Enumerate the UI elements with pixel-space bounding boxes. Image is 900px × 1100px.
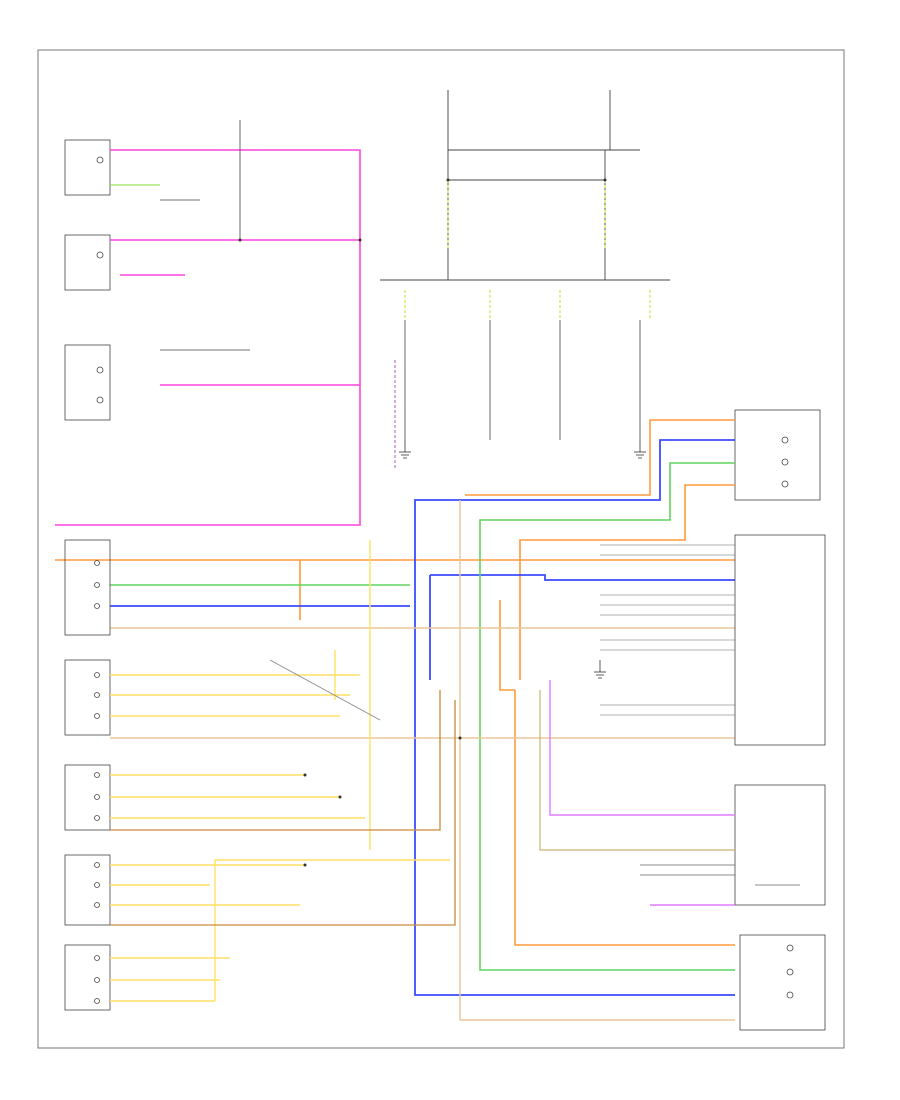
lamp-bulb-icon bbox=[96, 251, 104, 259]
lamp-bulb-icon bbox=[781, 480, 789, 488]
splice-dot bbox=[238, 238, 242, 242]
ground-icon bbox=[399, 440, 411, 459]
splice-dot bbox=[458, 736, 462, 740]
black-small-circuit bbox=[160, 120, 250, 351]
lamp-bulb-icon bbox=[94, 977, 100, 983]
splice-dot bbox=[603, 178, 607, 182]
ground-icon bbox=[634, 440, 646, 459]
top-center-bus bbox=[380, 90, 670, 281]
lamp-bulb-icon bbox=[94, 862, 100, 868]
lamp-bulb-icon bbox=[94, 713, 100, 719]
green-circuit bbox=[110, 462, 735, 971]
splice-dot bbox=[446, 178, 450, 182]
blue-circuit bbox=[110, 439, 735, 996]
lamp-bulb-icon bbox=[94, 955, 100, 961]
lamp-bulb-icon bbox=[94, 902, 100, 908]
lamp-bulb-icon bbox=[781, 436, 789, 444]
lamp-bulb-icon bbox=[96, 156, 104, 164]
splice-dot bbox=[303, 773, 307, 777]
lamp-bulb-icon bbox=[94, 603, 100, 609]
right-rear-sidemarker bbox=[64, 944, 111, 1011]
tan-circuit bbox=[110, 500, 735, 1021]
lamp-bulb-icon bbox=[786, 968, 794, 976]
limegreen-circuit bbox=[404, 180, 651, 320]
lamp-bulb-icon bbox=[786, 944, 794, 952]
connector-pins bbox=[600, 544, 735, 716]
splice-dot bbox=[358, 238, 362, 242]
lamp-bulb-icon bbox=[94, 794, 100, 800]
lamp-bulb-icon bbox=[94, 998, 100, 1004]
rear-pass-puddle-lamp bbox=[64, 234, 111, 291]
lamp-bulb-icon bbox=[94, 692, 100, 698]
splice-dots bbox=[238, 178, 607, 867]
lamp-bulb-icon bbox=[94, 772, 100, 778]
high-mount-stop-lamp bbox=[64, 344, 111, 421]
license-lamp bbox=[739, 934, 826, 1031]
lamp-bulb-icon bbox=[96, 366, 104, 374]
left-rear-sidemarker bbox=[64, 764, 111, 831]
yellow-circuit bbox=[110, 540, 450, 1002]
rear-lamp-module bbox=[734, 534, 826, 746]
right-rear-lamp-box bbox=[734, 409, 821, 501]
lamp-bulb-icon bbox=[94, 672, 100, 678]
right-tail-lamp bbox=[64, 659, 111, 736]
khaki-lower-circuit bbox=[539, 690, 735, 851]
orange-circuit bbox=[55, 419, 735, 946]
ground-icon bbox=[594, 660, 606, 679]
lower-left-components bbox=[64, 539, 111, 1011]
diagram-frame bbox=[37, 49, 845, 1049]
lamp-bulb-icon bbox=[94, 582, 100, 588]
splice-dot bbox=[338, 795, 342, 799]
gray-diagonal bbox=[269, 659, 381, 721]
violet-lower-circuit bbox=[549, 680, 735, 906]
right-front-sidemarker bbox=[64, 854, 111, 926]
lamp-bulb-icon bbox=[94, 560, 100, 566]
lamp-bulb-icon bbox=[94, 815, 100, 821]
misc-lower-wires bbox=[640, 864, 800, 886]
left-tail-lamp bbox=[64, 539, 111, 636]
splice-dot bbox=[303, 863, 307, 867]
lamp-bulb-icon bbox=[781, 458, 789, 466]
cigar-lighter-switch bbox=[734, 784, 826, 906]
lamp-bulb-icon bbox=[786, 991, 794, 999]
lamp-bulb-icon bbox=[94, 882, 100, 888]
brown-return-circuit bbox=[110, 690, 456, 926]
upper-left-components bbox=[64, 139, 111, 421]
switch-drops bbox=[404, 320, 641, 440]
front-pass-puddle-lamp bbox=[64, 139, 111, 196]
pink-circuit bbox=[55, 149, 361, 526]
lamp-bulb-icon bbox=[96, 396, 104, 404]
